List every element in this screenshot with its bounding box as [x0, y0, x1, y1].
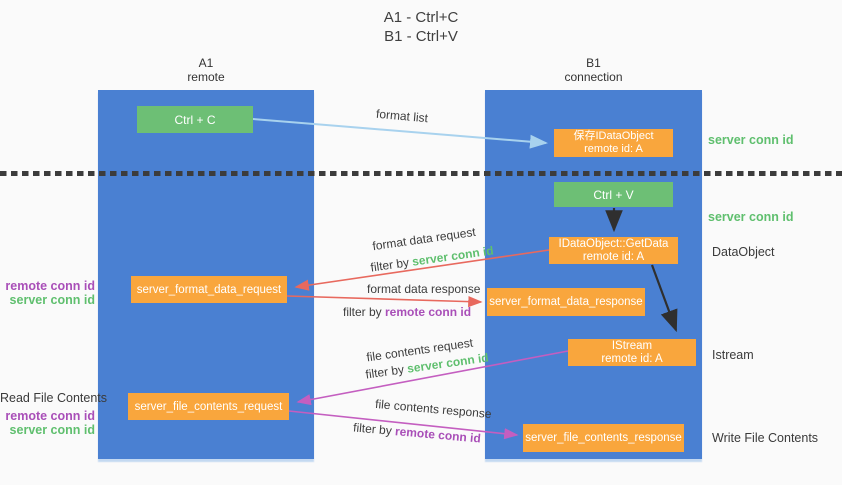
getdata-line2: remote id: A: [582, 250, 645, 263]
write-file-contents-label: Write File Contents: [712, 431, 819, 445]
save-idataobject-box: 保存IDataObject remote id: A: [554, 129, 673, 157]
title-line-2: B1 - Ctrl+V: [384, 28, 458, 45]
getdata-line1: IDataObject::GetData: [558, 237, 669, 250]
format-data-response-label: format data response: [367, 282, 481, 296]
format-data-response-filter: filter by remote conn id: [343, 305, 471, 319]
lifeline-a1-role: remote: [187, 70, 225, 84]
ctrl-c-box: Ctrl + C: [137, 106, 253, 133]
save-idataobject-line2: remote id: A: [584, 143, 643, 155]
server-conn-id-highlight: server conn id: [411, 243, 495, 269]
istream-line1: IStream: [611, 339, 653, 352]
title-line-1: A1 - Ctrl+C: [383, 9, 459, 26]
filter-by-text: filter by: [364, 361, 409, 382]
server-file-contents-response-box: server_file_contents_response: [523, 424, 684, 452]
file-contents-response-label: file contents response: [374, 396, 493, 422]
lifeline-header-b1: B1 connection: [485, 56, 702, 84]
diagram-title: A1 - Ctrl+C B1 - Ctrl+V: [0, 8, 842, 46]
remote-conn-id-label: remote conn id: [5, 409, 95, 423]
file-contents-response-filter: filter by remote conn id: [353, 420, 482, 445]
server-conn-id-mid-label: server conn id: [708, 210, 794, 224]
lifeline-b1-role: connection: [564, 70, 623, 84]
read-file-contents-label: Read File Contents: [0, 391, 108, 405]
arrow-format-data-response: [286, 295, 483, 308]
server-file-contents-response-label: server_file_contents_response: [525, 432, 682, 444]
left-file-conn-ids: remote conn id server conn id: [0, 409, 95, 437]
remote-conn-id-highlight: remote conn id: [385, 305, 472, 319]
server-conn-id-label: server conn id: [9, 423, 95, 437]
dataobject-label: DataObject: [712, 245, 775, 259]
server-format-data-request-box: server_format_data_request: [131, 276, 287, 303]
server-conn-id-top-label: server conn id: [708, 133, 794, 147]
server-format-data-response-box: server_format_data_response: [487, 288, 645, 316]
separator-dotted-line: [0, 171, 842, 176]
ctrl-v-box: Ctrl + V: [554, 182, 673, 207]
remote-conn-id-highlight: remote conn id: [394, 424, 482, 446]
filter-by-text: filter by: [352, 420, 396, 439]
ctrl-c-label: Ctrl + C: [174, 112, 216, 127]
server-format-data-response-label: server_format_data_response: [489, 296, 643, 308]
server-conn-id-label: server conn id: [9, 293, 95, 307]
istream-box: IStream remote id: A: [568, 339, 696, 366]
istream-line2: remote id: A: [601, 352, 663, 365]
lifeline-b1-name: B1: [586, 56, 601, 70]
istream-side-label: Istream: [712, 348, 754, 362]
server-format-data-request-label: server_format_data_request: [136, 283, 282, 296]
server-file-contents-request-box: server_file_contents_request: [128, 393, 289, 420]
idataobject-getdata-box: IDataObject::GetData remote id: A: [549, 237, 678, 264]
ctrl-v-label: Ctrl + V: [593, 187, 634, 202]
filter-by-text: filter by: [369, 254, 414, 275]
save-idataobject-line1: 保存IDataObject: [573, 130, 654, 142]
remote-conn-id-label: remote conn id: [5, 279, 95, 293]
lifeline-header-a1: A1 remote: [98, 56, 314, 84]
left-format-conn-ids: remote conn id server conn id: [0, 279, 95, 307]
server-file-contents-request-label: server_file_contents_request: [134, 400, 283, 413]
format-list-label: format list: [375, 106, 429, 126]
filter-by-text: filter by: [343, 305, 386, 319]
lifeline-a1-name: A1: [198, 56, 214, 70]
